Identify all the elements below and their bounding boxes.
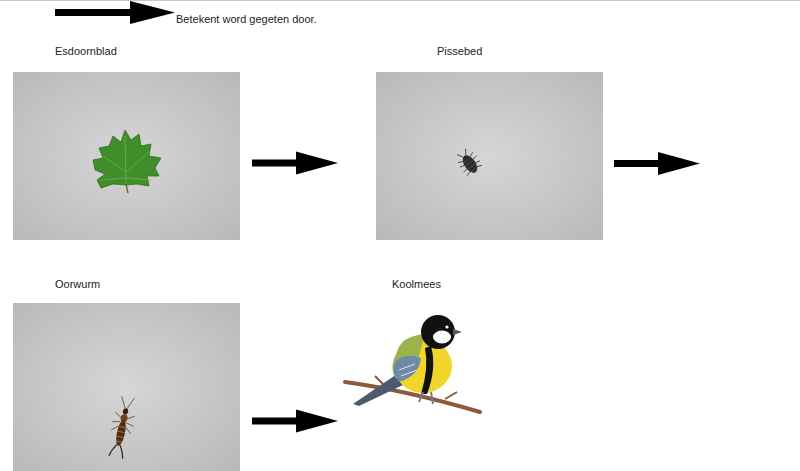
node-label: Pissebed <box>437 45 482 58</box>
node-label: Koolmees <box>392 278 441 291</box>
food-arrow <box>252 152 338 175</box>
great-tit <box>345 315 480 412</box>
earwig <box>105 394 139 459</box>
legend-arrow <box>55 1 175 24</box>
photo-node: Oorwurm <box>13 278 240 471</box>
photo-ground <box>13 72 240 240</box>
photo-ground <box>13 303 240 471</box>
top-rule <box>0 0 800 1</box>
node-label: Esdoornblad <box>55 45 117 58</box>
photo-ground <box>376 72 603 240</box>
node-label: Oorwurm <box>55 278 100 291</box>
picture-node: Koolmees <box>345 278 480 427</box>
photo-node: Pissebed <box>376 45 603 240</box>
legend-text: Betekent word gegeten door. <box>176 13 317 26</box>
continuation-arrow <box>614 152 700 175</box>
woodlouse <box>453 146 484 178</box>
maple-leaf <box>93 130 161 193</box>
photo-node: Esdoornblad <box>13 45 240 240</box>
food-arrow <box>252 410 338 433</box>
